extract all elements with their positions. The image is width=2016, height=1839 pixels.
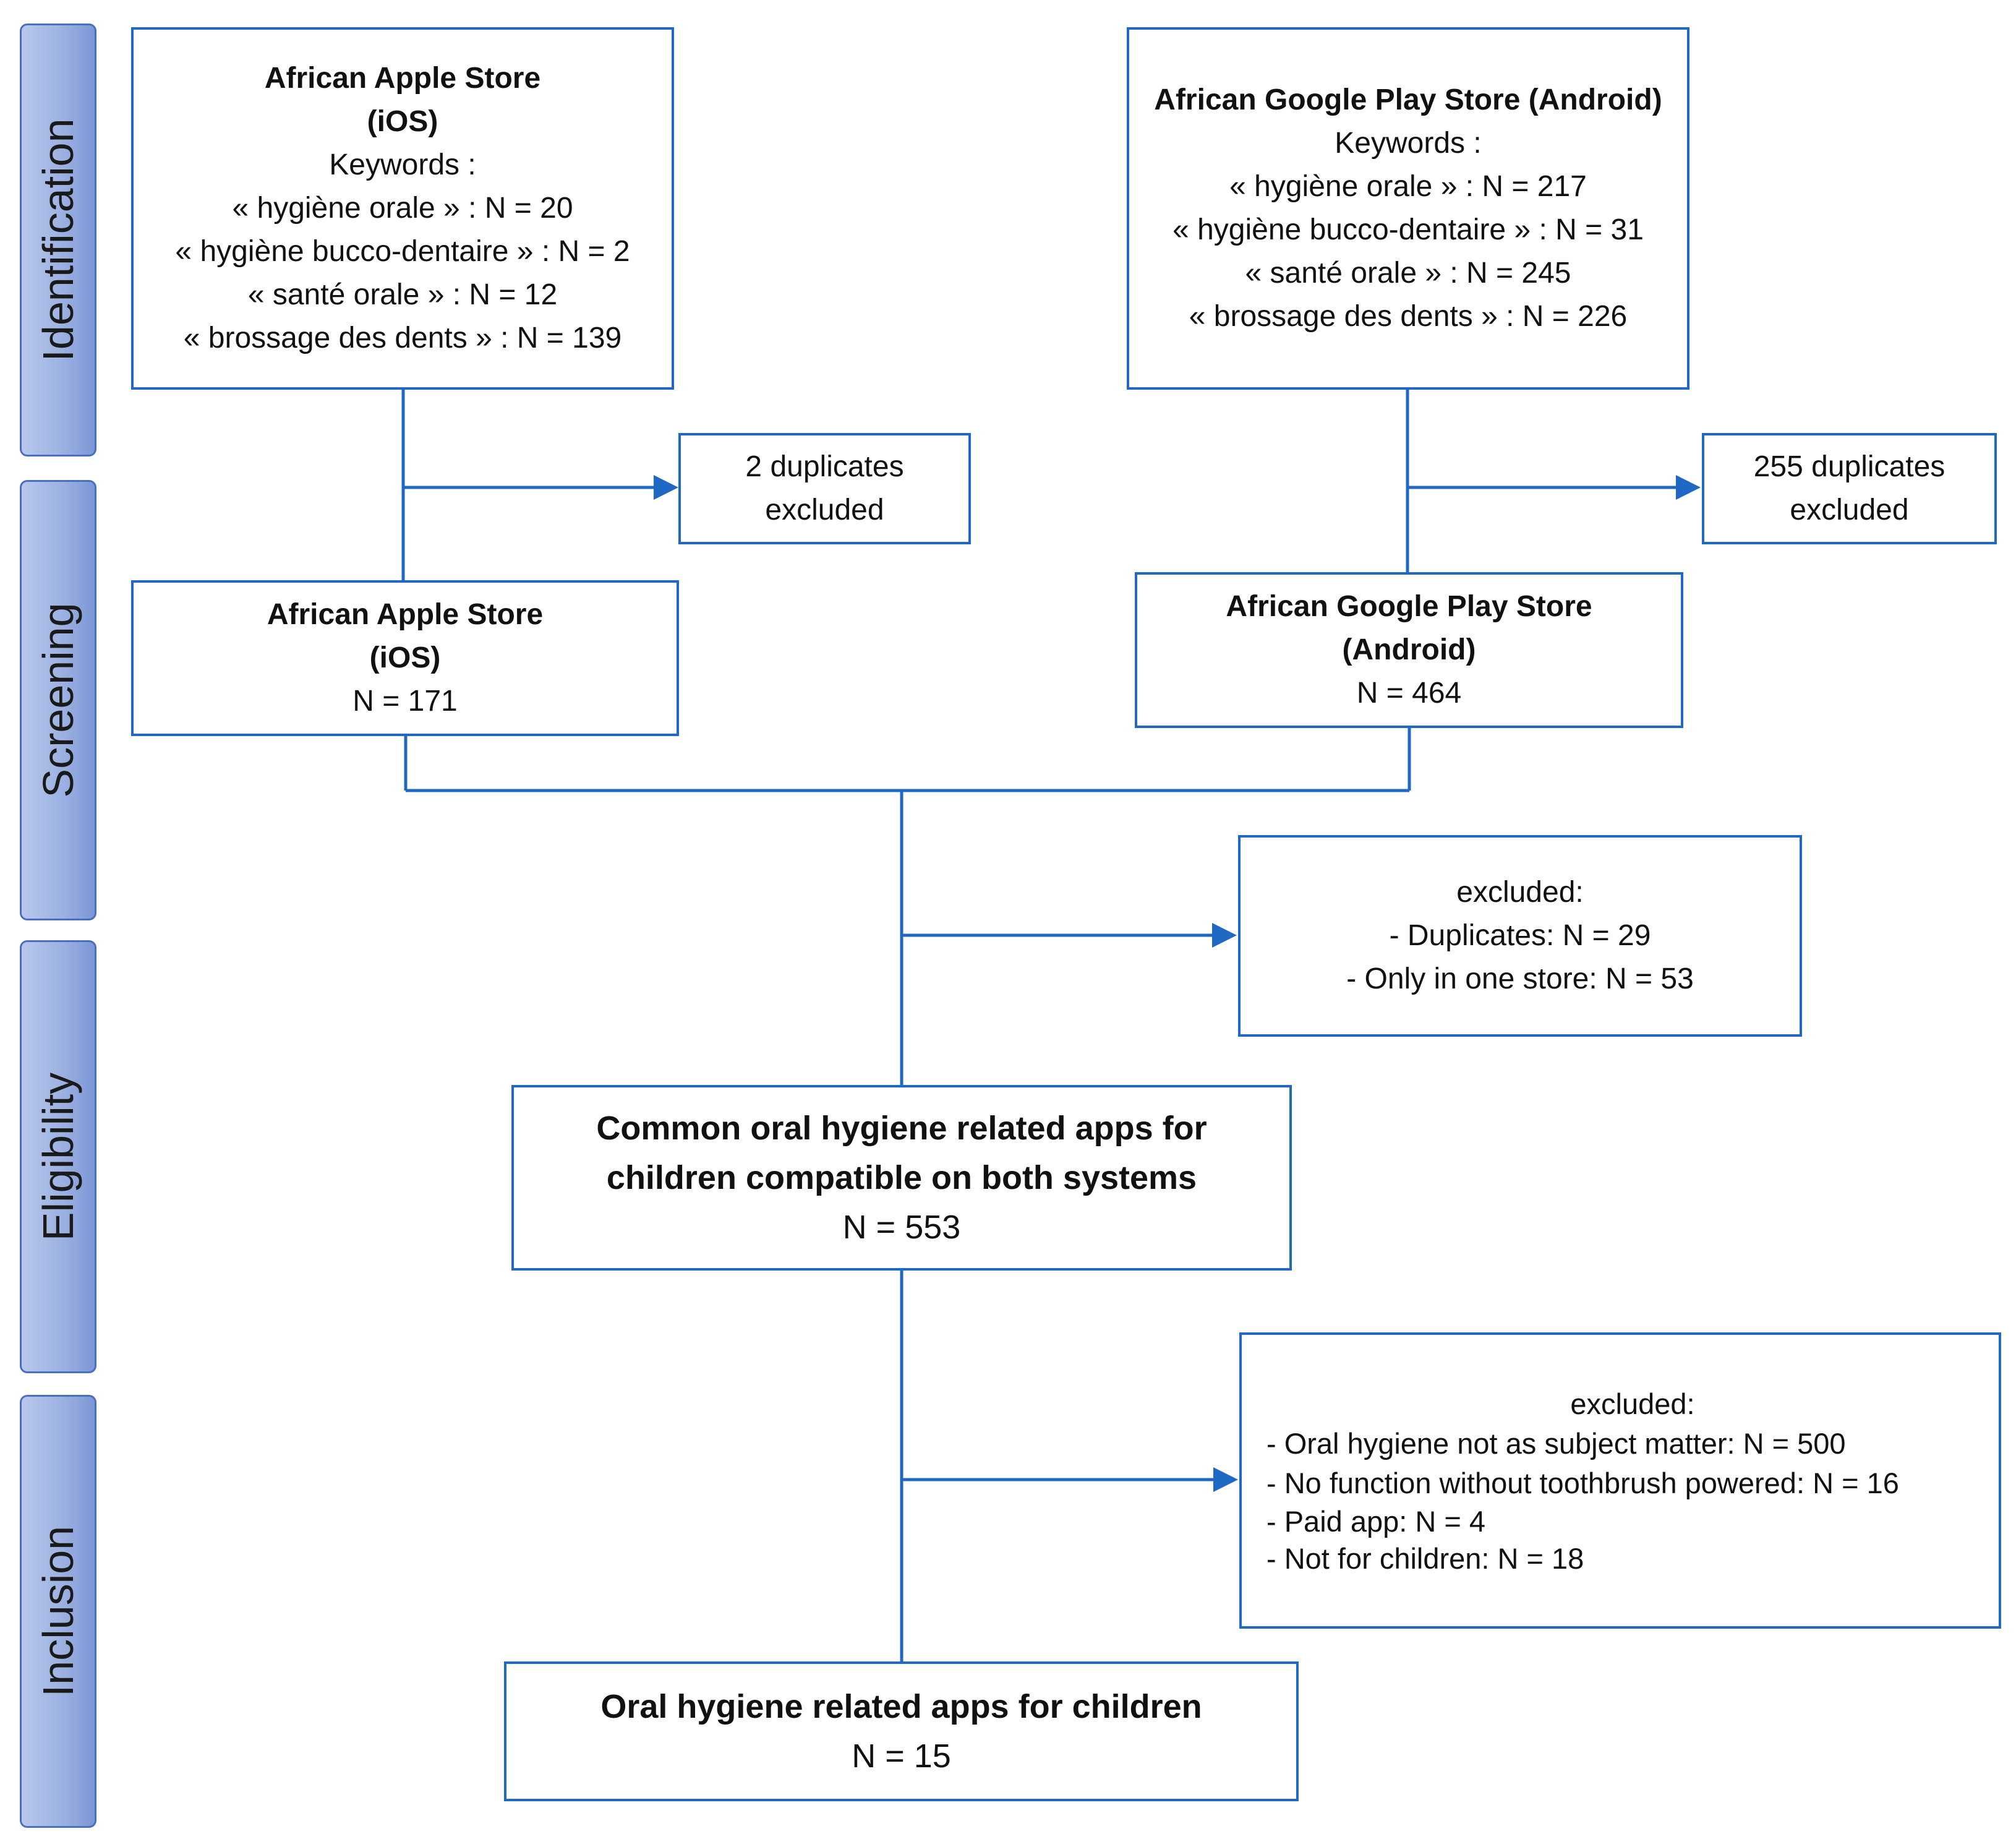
exclusion-item: - Oral hygiene not as subject matter: N …	[1266, 1426, 1846, 1460]
duplicates-text: excluded	[765, 494, 884, 526]
keyword-count: « hygiène orale » : N = 20	[232, 192, 573, 225]
stage-eligibility: Eligibility	[20, 940, 96, 1373]
exclusion-item: - Not for children: N = 18	[1266, 1541, 1584, 1575]
box-title: (Android)	[1342, 633, 1476, 666]
stage-label: Identification	[34, 118, 82, 362]
exclusion-item: - Paid app: N = 4	[1266, 1504, 1486, 1538]
box-title: children compatible on both systems	[606, 1159, 1197, 1196]
keyword-count: « santé orale » : N = 12	[247, 278, 558, 311]
keyword-count: « santé orale » : N = 245	[1245, 257, 1571, 289]
exclusion-item: - Duplicates: N = 29	[1389, 919, 1651, 952]
keyword-count: « brossage des dents » : N = 226	[1189, 300, 1628, 333]
exclusion-title: excluded:	[1456, 876, 1584, 909]
apple-identification-box: African Apple Store (iOS) Keywords : « h…	[131, 27, 674, 390]
keywords-label: Keywords :	[1335, 127, 1482, 160]
stage-label: Eligibility	[34, 1072, 82, 1241]
box-title: Oral hygiene related apps for children	[600, 1688, 1202, 1725]
stage-label: Inclusion	[34, 1525, 82, 1697]
inclusion-exclusion-box: excluded: - Oral hygiene not as subject …	[1239, 1332, 2001, 1629]
eligibility-exclusion-box: excluded: - Duplicates: N = 29 - Only in…	[1238, 835, 1802, 1037]
count-text: N = 15	[852, 1738, 951, 1775]
common-apps-box: Common oral hygiene related apps for chi…	[511, 1085, 1292, 1271]
duplicates-text: 2 duplicates	[745, 450, 904, 483]
keywords-label: Keywords :	[329, 148, 476, 181]
box-title: African Apple Store	[267, 598, 544, 631]
box-title: (iOS)	[367, 105, 438, 138]
google-identification-box: African Google Play Store (Android) Keyw…	[1127, 27, 1689, 390]
google-screening-box: African Google Play Store (Android) N = …	[1135, 572, 1683, 728]
box-title: (iOS)	[369, 641, 441, 674]
stage-identification: Identification	[20, 24, 96, 457]
box-title: African Google Play Store (Android)	[1154, 84, 1662, 116]
google-duplicates-box: 255 duplicates excluded	[1702, 433, 1997, 544]
count-text: N = 464	[1356, 677, 1462, 709]
keyword-count: « hygiène bucco-dentaire » : N = 31	[1172, 213, 1644, 246]
duplicates-text: excluded	[1790, 494, 1909, 526]
box-title: African Apple Store	[264, 62, 541, 95]
box-title: African Google Play Store	[1226, 590, 1592, 623]
count-text: N = 553	[842, 1209, 961, 1246]
exclusion-title: excluded:	[1570, 1387, 1695, 1420]
duplicates-text: 255 duplicates	[1753, 450, 1946, 483]
keyword-count: « hygiène bucco-dentaire » : N = 2	[175, 235, 630, 268]
exclusion-item: - Only in one store: N = 53	[1346, 962, 1694, 995]
box-title: Common oral hygiene related apps for	[596, 1110, 1207, 1147]
keyword-count: « brossage des dents » : N = 139	[183, 322, 622, 354]
apple-screening-box: African Apple Store (iOS) N = 171	[131, 580, 679, 736]
apple-duplicates-box: 2 duplicates excluded	[678, 433, 971, 544]
count-text: N = 171	[352, 685, 458, 718]
keyword-count: « hygiène orale » : N = 217	[1229, 170, 1587, 203]
final-apps-box: Oral hygiene related apps for children N…	[504, 1661, 1299, 1801]
stage-inclusion: Inclusion	[20, 1395, 96, 1828]
stage-screening: Screening	[20, 480, 96, 920]
stage-label: Screening	[34, 602, 82, 798]
exclusion-item: - No function without toothbrush powered…	[1266, 1466, 1899, 1499]
